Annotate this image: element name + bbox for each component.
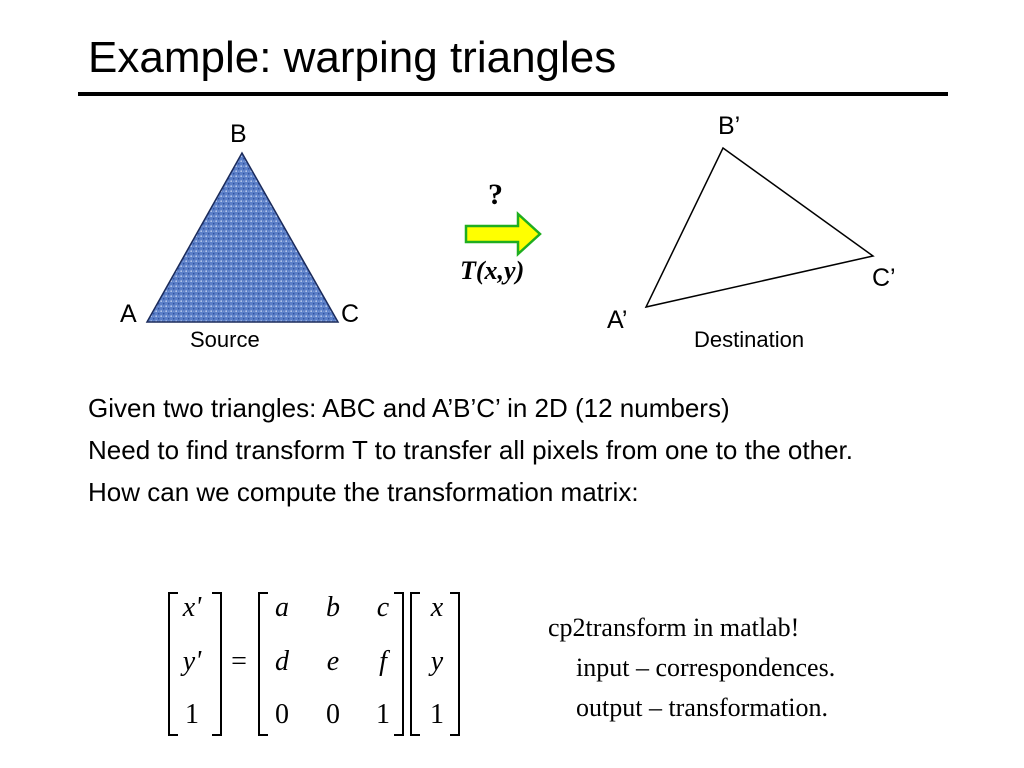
destination-vertex-a: A’ <box>607 306 628 334</box>
destination-vertex-c: C’ <box>872 264 896 292</box>
source-triangle <box>145 151 340 323</box>
lhs-y-prime: y' <box>182 646 202 677</box>
matrix-a: a <box>275 592 289 623</box>
source-vertex-c: C <box>341 300 360 328</box>
matrix-c: c <box>376 592 390 623</box>
notes-line-3: output – transformation. <box>576 693 829 722</box>
bullet-list: Given two triangles: ABC and A’B’C’ in 2… <box>88 388 968 514</box>
lhs-right-bracket <box>212 592 222 736</box>
bullet-item: Given two triangles: ABC and A’B’C’ in 2… <box>88 393 730 423</box>
matrix-zero-2: 0 <box>326 699 340 730</box>
transform-question-mark: ? <box>488 178 503 211</box>
transform-label-t: T <box>460 256 476 285</box>
matrix-right-bracket <box>394 592 404 736</box>
matrix-f: f <box>379 646 387 677</box>
matrix-e: e <box>326 646 340 677</box>
destination-triangle <box>644 146 875 309</box>
bullet-item: Need to find transform T to transfer all… <box>88 435 853 465</box>
lhs-left-bracket <box>168 592 178 736</box>
notes-line-2: input – correspondences. <box>576 653 836 682</box>
rhs-one: 1 <box>430 699 444 730</box>
equals-sign: = <box>231 646 247 677</box>
matrix-left-bracket <box>258 592 268 736</box>
matrix-d: d <box>275 646 289 677</box>
matrix-b: b <box>326 592 340 623</box>
transformation-matrix-equation: x' y' 1 = a b c d e f 0 0 1 x y 1 <box>160 588 470 738</box>
source-vertex-a: A <box>120 300 137 328</box>
rhs-left-bracket <box>410 592 420 736</box>
lhs-x-prime: x' <box>182 592 202 623</box>
bullet-item: How can we compute the transformation ma… <box>88 477 639 507</box>
matrix-zero-1: 0 <box>275 699 289 730</box>
notes-line-1: cp2transform in matlab! <box>548 613 800 642</box>
transform-label-args: (x,y) <box>475 256 525 285</box>
transform-label: T(x,y) <box>460 256 524 286</box>
transform-arrow <box>464 211 542 257</box>
lhs-one: 1 <box>185 699 199 730</box>
rhs-right-bracket <box>450 592 460 736</box>
slide-title: Example: warping triangles <box>88 33 617 82</box>
title-underline <box>78 92 948 96</box>
figure-graphics <box>145 146 875 323</box>
matrix-one: 1 <box>376 699 390 730</box>
matlab-notes: cp2transform in matlab! input – correspo… <box>548 608 835 728</box>
source-caption: Source <box>190 327 260 352</box>
source-vertex-b: B <box>230 120 247 148</box>
rhs-y: y <box>430 646 444 677</box>
destination-caption: Destination <box>694 327 805 352</box>
rhs-x: x <box>430 592 444 623</box>
triangle-warp-figure: B A C Source ? T(x,y) B’ C’ A’ Destinati… <box>0 0 1024 380</box>
destination-vertex-b: B’ <box>718 112 741 140</box>
